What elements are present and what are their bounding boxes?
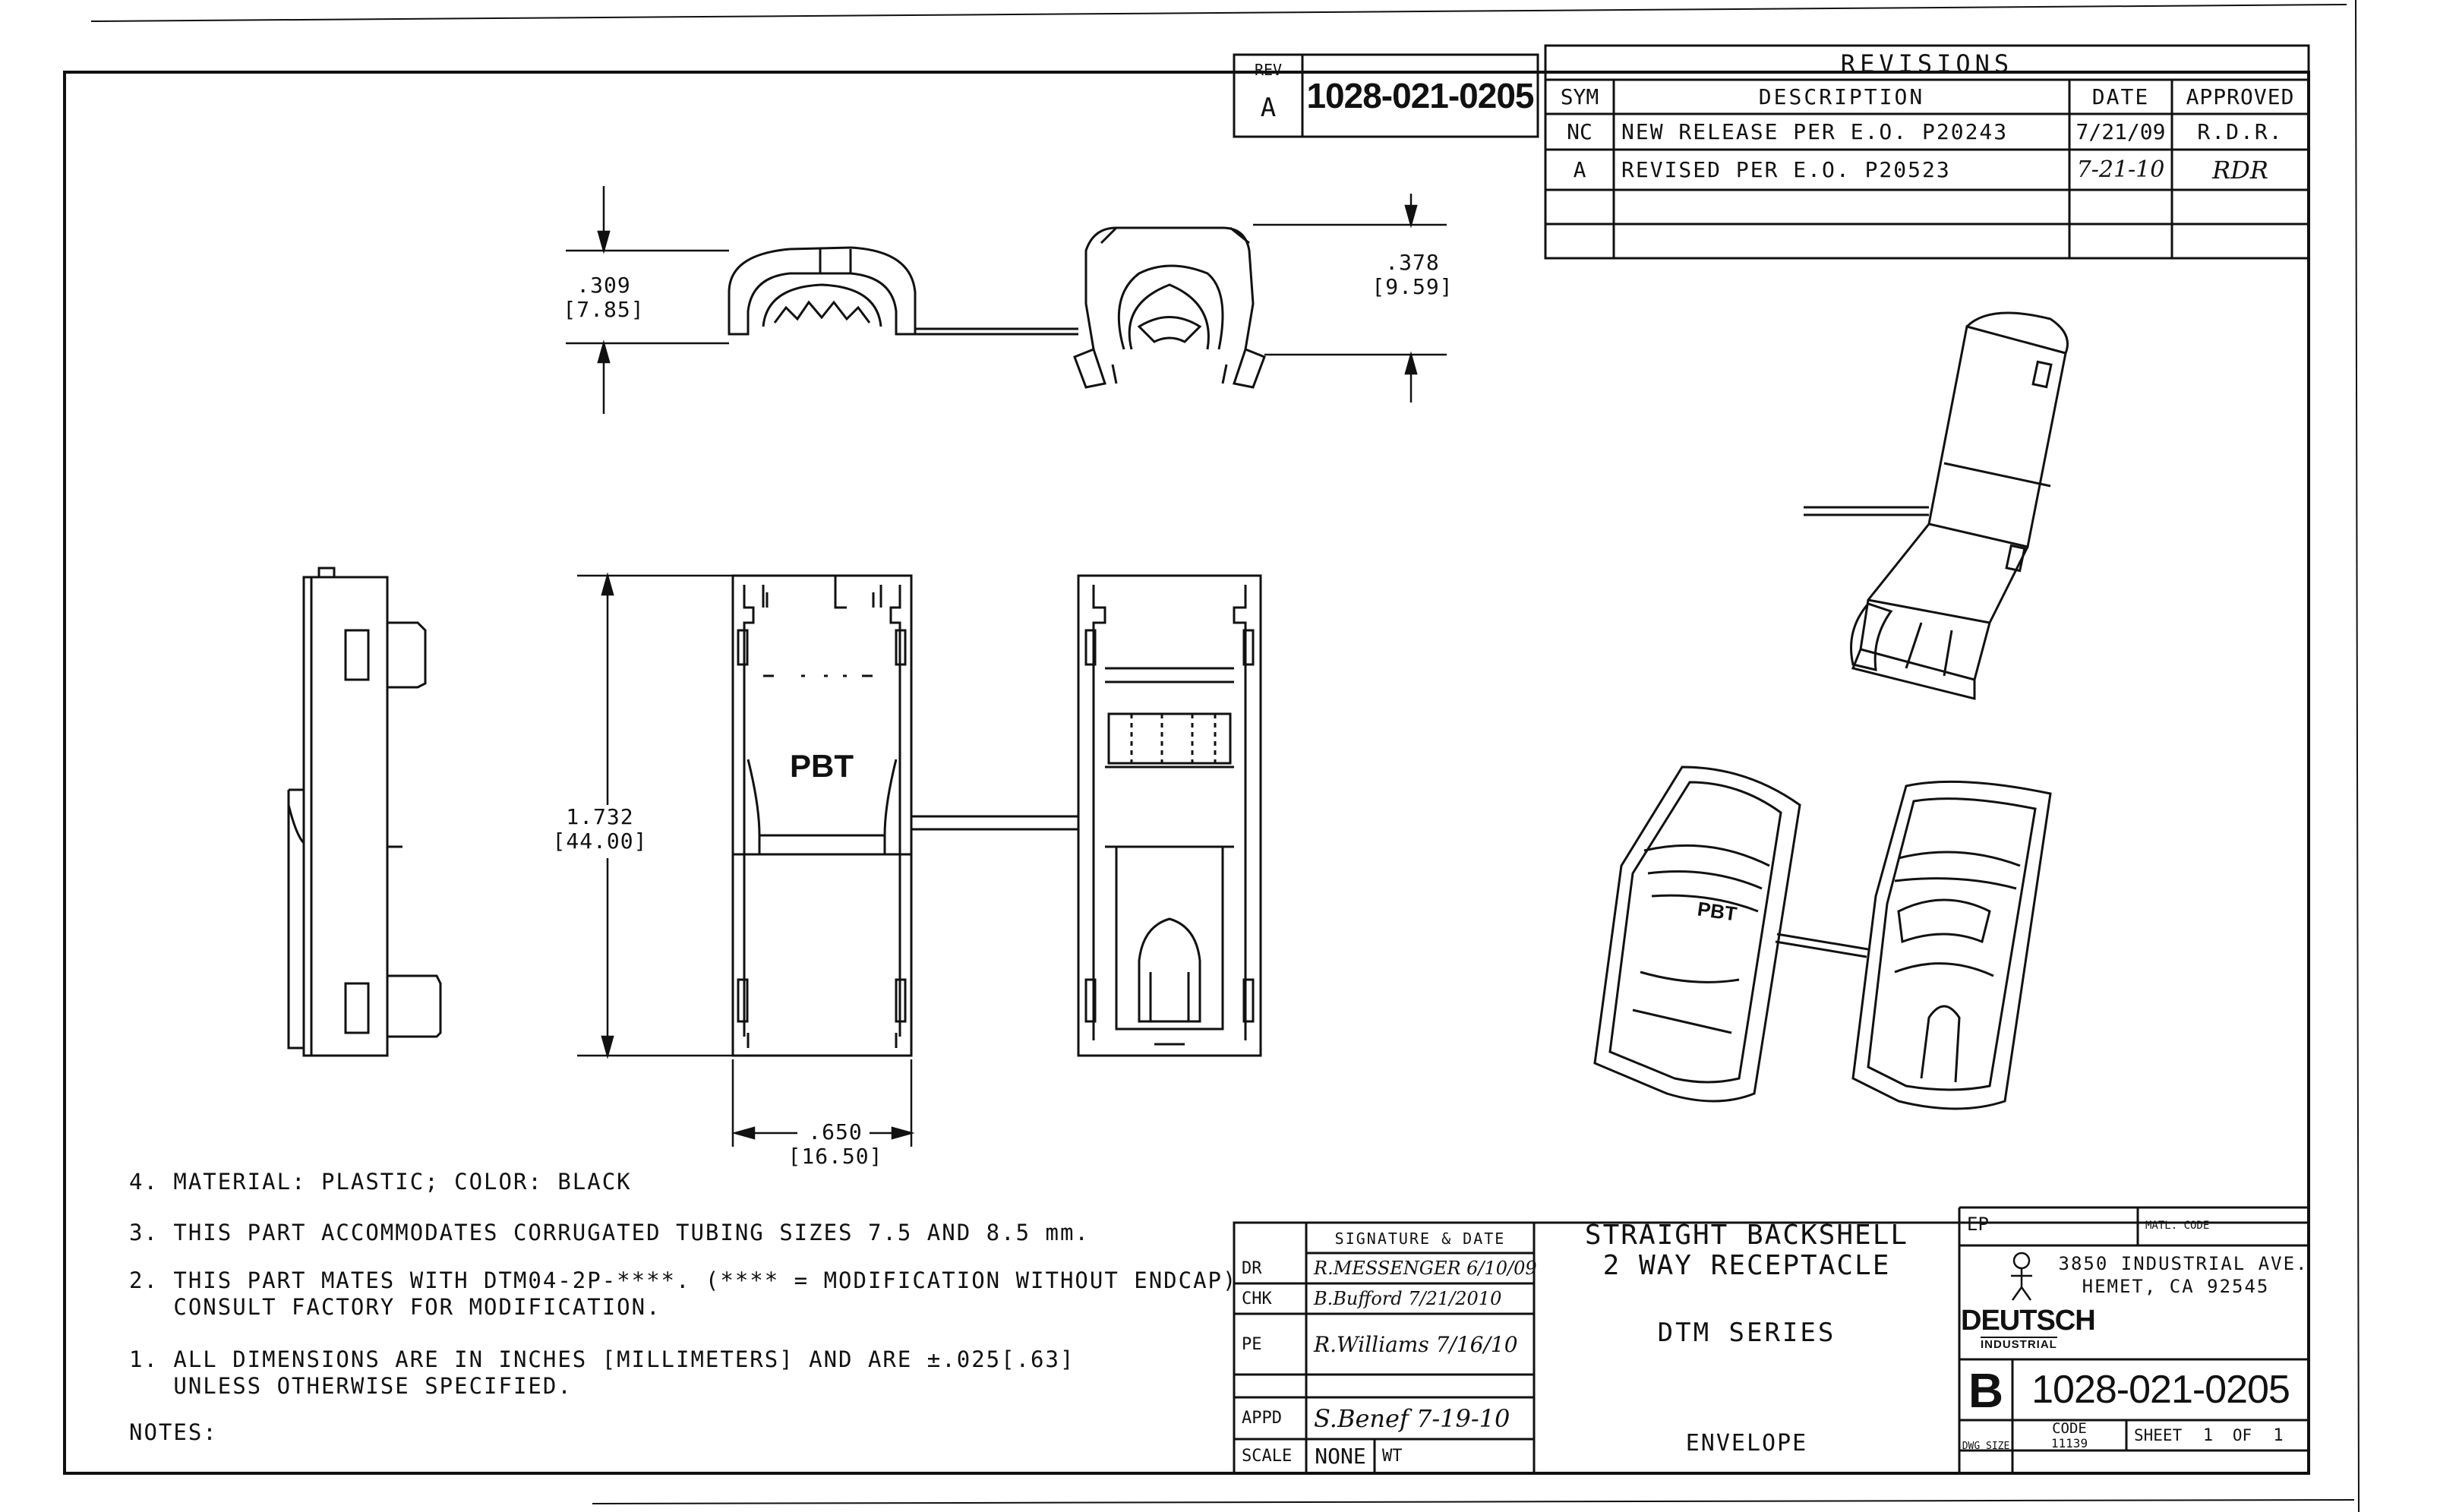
- notes-label: NOTES:: [129, 1419, 218, 1445]
- rev-label: REV: [1254, 61, 1283, 79]
- rev-drawing-number: 1028-021-0205: [1306, 76, 1534, 115]
- series-label: DTM SERIES: [1657, 1318, 1836, 1348]
- front-view-right: [1077, 574, 1262, 1057]
- company-logo-text: DEUTSCH: [1961, 1305, 2096, 1337]
- rev-header-sym: SYM: [1560, 84, 1599, 109]
- dimension-inches: .650: [808, 1119, 863, 1144]
- of-label: OF: [2232, 1426, 2252, 1444]
- dimension-mm: [16.50]: [788, 1144, 883, 1169]
- isometric-open-view: [1593, 765, 2052, 1110]
- dimension-top-right: .378 [9.59]: [1363, 251, 1462, 299]
- front-view-left: [731, 574, 913, 1057]
- role-scale: SCALE: [1242, 1447, 1293, 1466]
- rev-row-sym: NC: [1567, 119, 1593, 144]
- dwg-size-label: DWG SIZE: [1962, 1441, 2010, 1452]
- dimension-mm: [9.59]: [1372, 274, 1454, 299]
- side-view: [287, 567, 442, 1057]
- dimension-width: .650 [16.50]: [782, 1120, 889, 1169]
- drawing-number: 1028-021-0205: [2031, 1368, 2290, 1412]
- rev-row-date: 7-21-10: [2076, 156, 2165, 183]
- drawing-border: [63, 71, 2310, 1475]
- dimension-inches: 1.732: [566, 804, 634, 829]
- note-3: 3. THIS PART ACCOMMODATES CORRUGATED TUB…: [129, 1220, 1090, 1245]
- top-view-right: [1073, 226, 1266, 389]
- revisions-table-lines: [1233, 44, 2310, 260]
- signature-header: SIGNATURE & DATE: [1334, 1229, 1506, 1248]
- company-address-line1: 3850 INDUSTRIAL AVE.: [2058, 1253, 2309, 1274]
- title-line-1: STRAIGHT BACKSHELL: [1584, 1219, 1909, 1251]
- dimension-inches: .309: [576, 273, 631, 298]
- code-label: CODE: [2052, 1420, 2087, 1437]
- dimension-height: 1.732 [44.00]: [547, 805, 653, 854]
- note-2-line1: 2. THIS PART MATES WITH DTM04-2P-****. (…: [129, 1267, 1238, 1293]
- company-sub: INDUSTRIAL: [1981, 1337, 2057, 1351]
- part-material-marking: PBT: [790, 748, 854, 784]
- dimension-top-left: .309 [7.85]: [558, 273, 649, 322]
- isometric-assembled-view: [1804, 311, 2069, 700]
- sheet-label: SHEET: [2134, 1426, 2183, 1444]
- dimension-mm: [7.85]: [563, 297, 645, 322]
- note-2-line2: CONSULT FACTORY FOR MODIFICATION.: [129, 1294, 661, 1320]
- role-pe: PE: [1242, 1334, 1262, 1354]
- note-1-line2: UNLESS OTHERWISE SPECIFIED.: [129, 1373, 573, 1399]
- rev-row-approved: RDR: [2212, 155, 2268, 185]
- drawing-size-letter: B: [1968, 1363, 2004, 1418]
- role-chk: CHK: [1242, 1289, 1272, 1308]
- revisions-title: REVISIONS: [1840, 49, 2014, 78]
- weight-label: WT: [1382, 1447, 1403, 1466]
- ep-label: EP: [1967, 1214, 1989, 1235]
- title-block-lines: [1233, 1206, 2310, 1475]
- of-value: 1: [2273, 1425, 2284, 1445]
- envelope-label: ENVELOPE: [1685, 1430, 1808, 1457]
- rev-row-sym: A: [1573, 157, 1586, 182]
- signature-dr: R.MESSENGER 6/10/09: [1314, 1258, 1537, 1279]
- dimension-mm: [44.00]: [552, 829, 648, 854]
- scale-value: NONE: [1315, 1444, 1366, 1469]
- top-view-left: [728, 246, 917, 336]
- matl-code-label: MATL. CODE: [2145, 1219, 2210, 1232]
- sheet-value: 1: [2202, 1425, 2214, 1445]
- title-line-2: 2 WAY RECEPTACLE: [1602, 1249, 1891, 1281]
- rev-row-description: REVISED PER E.O. P20523: [1621, 157, 1951, 182]
- note-1-line1: 1. ALL DIMENSIONS ARE IN INCHES [MILLIME…: [129, 1346, 1075, 1372]
- signature-pe: R.Williams 7/16/10: [1314, 1331, 1518, 1357]
- company-address-line2: HEMET, CA 92545: [2082, 1276, 2270, 1297]
- rev-value: A: [1260, 93, 1277, 123]
- deutsch-logo-icon: [2011, 1252, 2032, 1301]
- signature-chk: B.Bufford 7/21/2010: [1314, 1288, 1502, 1309]
- rev-header-description: DESCRIPTION: [1758, 84, 1925, 109]
- signature-appd: S.Benef 7-19-10: [1314, 1403, 1510, 1433]
- code-value: 11139: [2050, 1435, 2088, 1450]
- rev-header-date: DATE: [2091, 84, 2150, 109]
- rev-row-date: 7/21/09: [2075, 119, 2166, 144]
- rev-row-description: NEW RELEASE PER E.O. P20243: [1621, 119, 2009, 144]
- rev-row-approved: R.D.R.: [2197, 119, 2284, 144]
- role-dr: DR: [1242, 1258, 1262, 1278]
- rev-header-approved: APPROVED: [2186, 84, 2295, 109]
- role-appd: APPD: [1242, 1409, 1282, 1428]
- dimension-inches: .378: [1385, 250, 1440, 275]
- note-4: 4. MATERIAL: PLASTIC; COLOR: BLACK: [129, 1169, 632, 1195]
